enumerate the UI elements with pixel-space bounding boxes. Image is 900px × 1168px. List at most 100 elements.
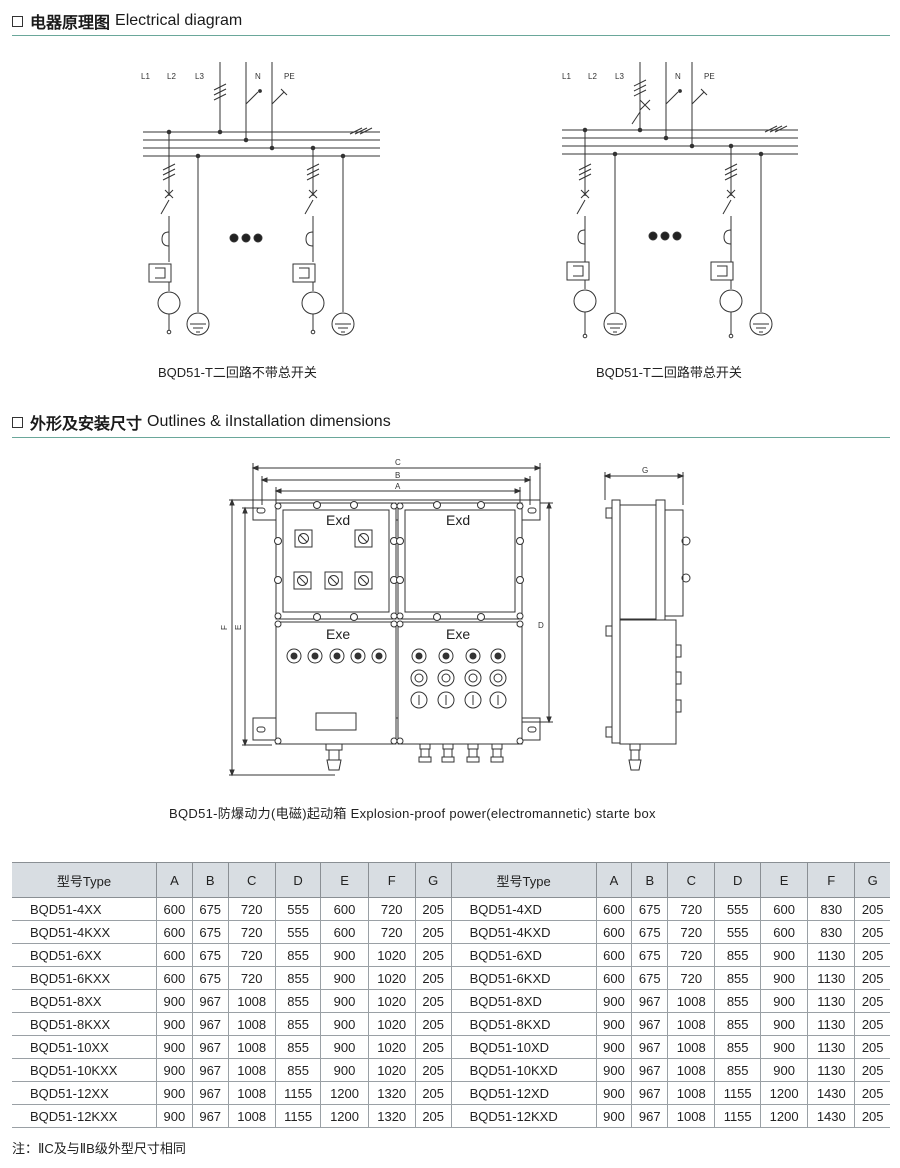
- exd-label-left: Exd: [326, 512, 350, 528]
- dimension-cell: 967: [631, 1012, 669, 1036]
- dimension-cell: 205: [854, 943, 890, 967]
- column-header: A: [595, 862, 633, 898]
- section-heading-outlines: 外形及安装尺寸 Outlines & iInstallation dimensi…: [12, 410, 391, 434]
- model-cell: BQD51-12XX: [12, 1081, 157, 1105]
- diagram-right: L1 L2 L3 N PE: [562, 62, 798, 380]
- dimension-cell: 600: [760, 920, 809, 944]
- dimension-cell: 1020: [367, 1035, 416, 1059]
- heading-en: Electrical diagram: [115, 12, 243, 29]
- dimension-cell: 1008: [667, 989, 716, 1013]
- dimension-cell: 900: [760, 1035, 809, 1059]
- dimension-cell: 855: [274, 943, 322, 967]
- dimension-cell: 900: [156, 1081, 193, 1105]
- column-header: F: [367, 862, 416, 898]
- column-header: B: [191, 862, 229, 898]
- label-n: N: [255, 72, 261, 81]
- dimension-cell: 1320: [367, 1081, 416, 1105]
- dimension-cell: 600: [156, 966, 193, 990]
- dimension-cell: 855: [714, 1035, 762, 1059]
- dimension-cell: 900: [156, 989, 193, 1013]
- label-l2-right: L2: [588, 72, 597, 81]
- dimension-cell: 900: [760, 943, 809, 967]
- dimension-cell: 675: [191, 920, 229, 944]
- dimension-cell: 555: [274, 897, 322, 921]
- model-cell: BQD51-12KXD: [450, 1104, 597, 1128]
- dimension-cell: 967: [631, 1081, 669, 1105]
- model-cell: BQD51-8XD: [450, 989, 597, 1013]
- label-l2: L2: [167, 72, 176, 81]
- dimension-cell: 1430: [807, 1104, 856, 1128]
- dimension-lines: C B A F E D: [220, 458, 553, 777]
- model-cell: BQD51-10XX: [12, 1035, 157, 1059]
- dimension-cell: 1008: [227, 1035, 276, 1059]
- dimension-cell: 600: [320, 920, 369, 944]
- dimension-cell: 967: [191, 1081, 229, 1105]
- dimension-cell: 900: [320, 943, 369, 967]
- dimension-cell: 1130: [807, 943, 856, 967]
- footnote: 注：ⅡC及与ⅡB级外型尺寸相同: [12, 1141, 186, 1156]
- dimension-cell: 1200: [320, 1104, 369, 1128]
- label-l3: L3: [195, 72, 204, 81]
- model-cell: BQD51-8KXX: [12, 1012, 157, 1036]
- dimension-cell: 600: [156, 943, 193, 967]
- dimension-cell: 855: [274, 989, 322, 1013]
- outline-drawing: C B A F E D: [220, 458, 691, 777]
- dimension-cell: 720: [227, 943, 276, 967]
- dimension-cell: 967: [631, 1035, 669, 1059]
- exe-label-right: Exe: [446, 626, 470, 642]
- dimension-cell: 1008: [667, 1035, 716, 1059]
- dimension-cell: 855: [274, 966, 322, 990]
- dimension-cell: 675: [631, 920, 669, 944]
- dimension-cell: 720: [667, 943, 716, 967]
- dimension-cell: 600: [320, 897, 369, 921]
- electrical-diagrams: L1 L2 L3 N PE: [141, 62, 798, 380]
- dimension-cell: 1430: [807, 1081, 856, 1105]
- dimension-cell: 205: [414, 1104, 452, 1128]
- dimension-cell: 600: [595, 897, 633, 921]
- dimension-cell: 900: [156, 1012, 193, 1036]
- model-cell: BQD51-12XD: [450, 1081, 597, 1105]
- dimension-cell: 555: [714, 920, 762, 944]
- model-cell: BQD51-10XD: [450, 1035, 597, 1059]
- dimension-cell: 900: [760, 966, 809, 990]
- dimension-cell: 1008: [227, 989, 276, 1013]
- exd-label-right: Exd: [446, 512, 470, 528]
- dimension-cell: 830: [807, 920, 856, 944]
- dimension-cell: 855: [274, 1058, 322, 1082]
- dim-a: A: [395, 482, 401, 491]
- checkbox-square-icon: [12, 416, 23, 428]
- dimension-cell: 205: [414, 1081, 452, 1105]
- dimension-cell: 1130: [807, 989, 856, 1013]
- dimension-cell: 1008: [227, 1058, 276, 1082]
- dimension-cell: 675: [191, 943, 229, 967]
- dimension-cell: 720: [667, 920, 716, 944]
- dimension-cell: 1008: [667, 1081, 716, 1105]
- caption-right: BQD51-T二回路带总开关: [596, 365, 742, 380]
- dimension-cell: 205: [854, 897, 890, 921]
- dimension-cell: 900: [760, 989, 809, 1013]
- dimension-cell: 1130: [807, 1012, 856, 1036]
- dimension-cell: 205: [414, 1035, 452, 1059]
- heading-cn: 外形及安装尺寸: [30, 416, 143, 433]
- dimension-cell: 720: [367, 897, 416, 921]
- dimension-cell: 900: [760, 1058, 809, 1082]
- dimension-cell: 720: [667, 966, 716, 990]
- model-cell: BQD51-6XX: [12, 943, 157, 967]
- dimension-cell: 1130: [807, 1035, 856, 1059]
- model-cell: BQD51-6KXX: [12, 966, 157, 990]
- dimension-cell: 720: [227, 966, 276, 990]
- table-header-row: 型号Type A B C D E F G 型号Type A B C D E F …: [12, 862, 890, 898]
- dimension-cell: 1155: [714, 1104, 762, 1128]
- exd-enclosure: Exd Exd: [274, 501, 524, 621]
- outline-caption: BQD51-防爆动力(电磁)起动箱 Explosion-proof power(…: [169, 806, 656, 821]
- dimension-cell: 900: [595, 1081, 633, 1105]
- dimension-cell: 205: [854, 1104, 890, 1128]
- dim-e: E: [234, 625, 243, 630]
- column-header: G: [854, 862, 890, 898]
- dimension-cell: 1020: [367, 989, 416, 1013]
